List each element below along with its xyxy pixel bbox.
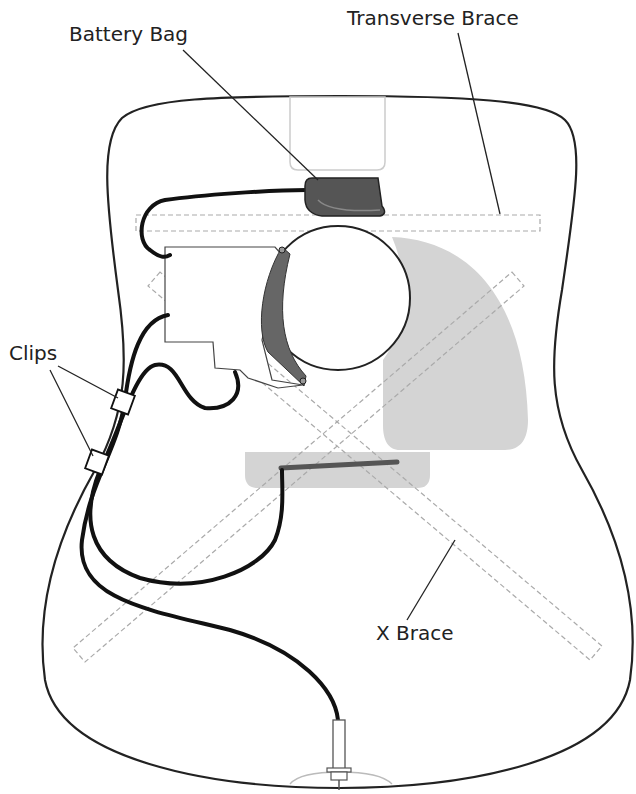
leader-line bbox=[183, 50, 318, 180]
part-label: Transverse Brace bbox=[346, 8, 520, 28]
battery-bag bbox=[305, 178, 385, 216]
preamp-wire bbox=[82, 315, 338, 720]
clip bbox=[85, 450, 109, 475]
battery-wire bbox=[142, 190, 307, 257]
preamp-wire bbox=[90, 365, 282, 584]
leader-line bbox=[458, 33, 500, 214]
leader-line bbox=[50, 370, 93, 456]
part-label: Battery Bag bbox=[68, 24, 189, 44]
end-block bbox=[290, 772, 392, 784]
leader-line bbox=[58, 366, 118, 398]
leader-line bbox=[407, 540, 455, 620]
preamp-plate bbox=[261, 247, 306, 386]
endpin-jack bbox=[333, 720, 345, 770]
clip bbox=[111, 390, 135, 415]
part-label: X Brace bbox=[375, 623, 455, 643]
part-label: Clips bbox=[8, 343, 58, 363]
guitar-body bbox=[42, 96, 632, 788]
bridge bbox=[245, 452, 430, 488]
saddle-pickup bbox=[281, 462, 397, 468]
neck-block bbox=[290, 97, 385, 170]
